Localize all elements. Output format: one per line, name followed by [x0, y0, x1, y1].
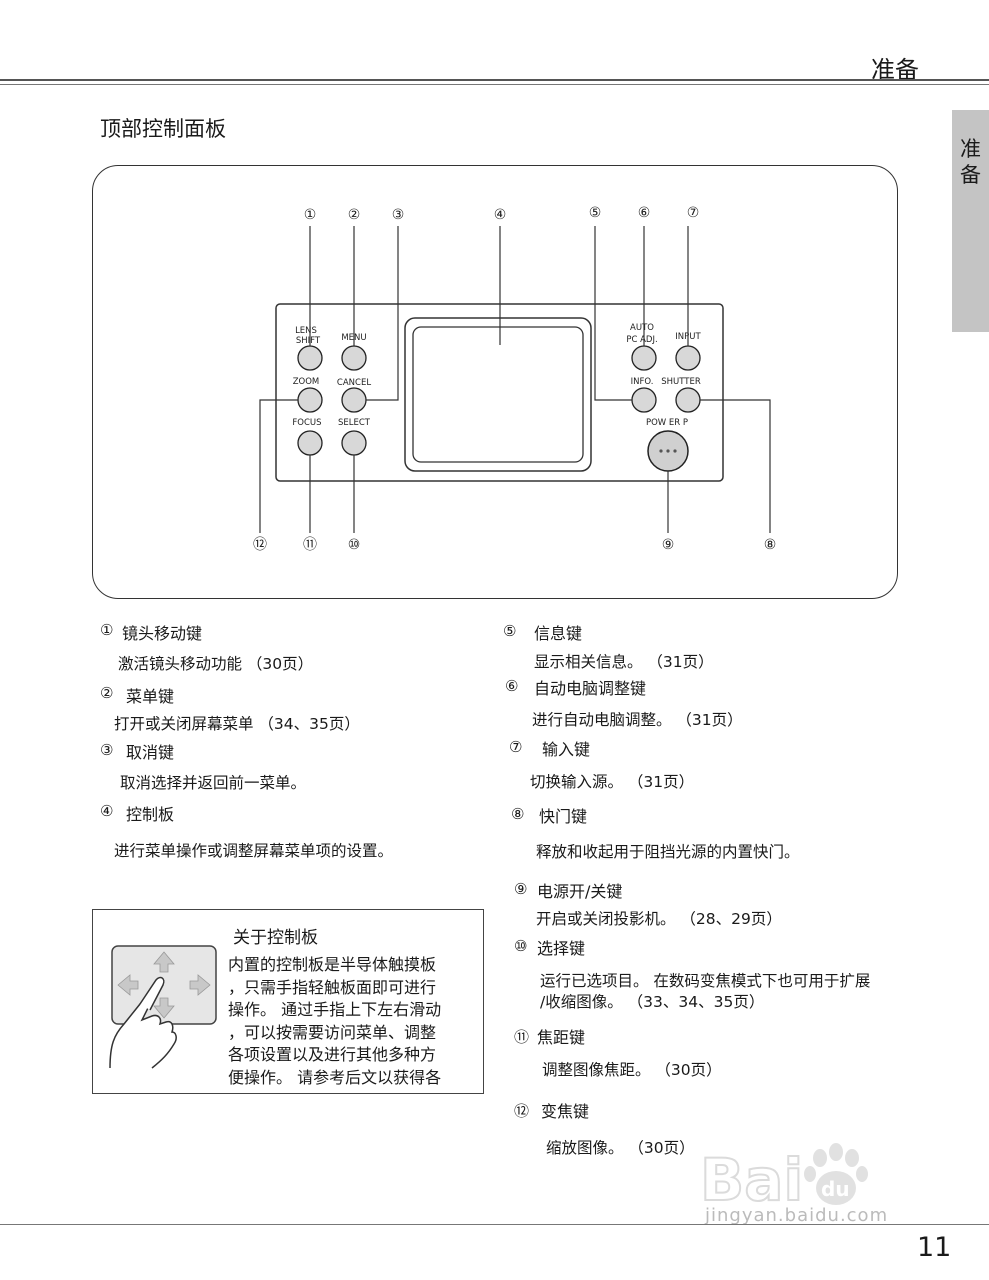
- watermark-url: jingyan.baidu.com: [705, 1205, 889, 1226]
- label-cancel: CANCEL: [337, 378, 371, 388]
- info-box-title: 关于控制板: [233, 928, 318, 948]
- label-info: INFO.: [631, 377, 654, 387]
- svg-text:Bai: Bai: [700, 1146, 803, 1214]
- item-2-desc: 打开或关闭屏幕菜单 （34、35页）: [114, 715, 360, 733]
- label-auto: AUTO: [630, 323, 654, 333]
- item-3-title: 取消键: [126, 743, 175, 762]
- input-button: [675, 345, 701, 371]
- item-6-title: 自动电脑调整键: [534, 679, 647, 698]
- item-1-desc: 激活镜头移动功能 （30页）: [118, 655, 314, 673]
- item-9-title: 电源开/关键: [537, 882, 623, 901]
- svg-text:du: du: [821, 1177, 850, 1201]
- header-rule-thin: [0, 84, 989, 85]
- info-line-5: 各项设置以及进行其他多种方: [228, 1045, 437, 1064]
- label-pc-adj: PC ADJ.: [626, 335, 657, 345]
- label-select: SELECT: [338, 418, 371, 428]
- info-line-1: 内置的控制板是半导体触摸板: [228, 955, 437, 974]
- item-8-num: ⑧: [511, 805, 525, 823]
- callout-10: ⑩: [348, 537, 361, 553]
- item-11-title: 焦距键: [537, 1028, 586, 1047]
- control-panel-diagram: LENS SHIFT MENU ZOOM CANCEL FOCUS SELECT…: [253, 205, 777, 553]
- item-1-title: 镜头移动键: [122, 624, 203, 643]
- cancel-button: [341, 387, 367, 413]
- label-focus: FOCUS: [292, 418, 321, 428]
- page-number: 11: [917, 1232, 952, 1263]
- item-12-title: 变焦键: [541, 1102, 590, 1121]
- item-11-num: ⑪: [514, 1028, 530, 1046]
- item-6-num: ⑥: [505, 677, 519, 695]
- callout-9: ⑨: [662, 537, 675, 553]
- select-button: [341, 430, 367, 456]
- item-1-num: ①: [100, 621, 114, 639]
- focus-button: [297, 430, 323, 456]
- touchpad-outer: [404, 317, 592, 472]
- lens-shift-button: [297, 345, 323, 371]
- touchpad-hand-icon: [109, 945, 217, 1069]
- item-9-num: ⑨: [514, 880, 528, 898]
- zoom-button: [297, 387, 323, 413]
- auto-pc-adj-button: [631, 345, 657, 371]
- callout-12: ⑫: [253, 537, 267, 553]
- item-6-desc: 进行自动电脑调整。 （31页）: [532, 711, 743, 729]
- side-tab: 准 备: [952, 110, 989, 332]
- info-button: [631, 387, 657, 413]
- info-line-4: ，可以按需要访问菜单、调整: [228, 1022, 437, 1042]
- item-3-num: ③: [100, 741, 114, 759]
- label-lens: LENS: [295, 326, 317, 336]
- callout-8: ⑧: [764, 537, 777, 553]
- item-8-title: 快门键: [539, 807, 588, 826]
- item-10-num: ⑩: [514, 937, 528, 955]
- callout-2: ②: [348, 207, 361, 223]
- item-4-num: ④: [100, 802, 114, 820]
- item-3-desc: 取消选择并返回前一菜单。: [120, 774, 307, 792]
- callout-3: ③: [392, 207, 405, 223]
- item-7-num: ⑦: [509, 738, 523, 756]
- callout-5: ⑤: [589, 205, 602, 221]
- label-shutter: SHUTTER: [661, 377, 701, 387]
- item-8-desc: 释放和收起用于阻挡光源的内置快门。: [536, 843, 800, 861]
- item-7-title: 输入键: [542, 740, 591, 759]
- info-line-3: 操作。 通过手指上下左右滑动: [228, 1000, 442, 1019]
- section-title: 顶部控制面板: [100, 117, 226, 141]
- footer-rule: [0, 1224, 989, 1225]
- item-5-desc: 显示相关信息。 （31页）: [534, 653, 714, 671]
- callout-6: ⑥: [638, 205, 651, 221]
- shutter-button: [675, 387, 701, 413]
- item-11-desc: 调整图像焦距。 （30页）: [542, 1061, 722, 1079]
- info-box-text: 内置的控制板是半导体触摸板 ，只需手指轻触板面即可进行 操作。 通过手指上下左右…: [228, 954, 476, 1089]
- callout-4: ④: [494, 207, 507, 223]
- item-12-desc: 缩放图像。 （30页）: [546, 1139, 695, 1157]
- label-zoom: ZOOM: [293, 377, 320, 387]
- touchpad-info-box: [92, 909, 484, 1094]
- touchpad-inner: [412, 326, 584, 463]
- menu-button: [341, 345, 367, 371]
- info-line-2: ，只需手指轻触板面即可进行: [228, 977, 437, 997]
- item-12-num: ⑫: [514, 1102, 530, 1120]
- info-line-6: 便操作。 请参考后文以获得各: [228, 1067, 442, 1087]
- diagram-frame: [92, 165, 898, 599]
- callout-1: ①: [304, 207, 317, 223]
- item-10-title: 选择键: [537, 939, 586, 958]
- item-10-desc-2: /收缩图像。 （33、34、35页）: [540, 993, 765, 1011]
- side-tab-char-1: 准: [960, 137, 981, 161]
- item-10-desc: 运行已选项目。 在数码变焦模式下也可用于扩展: [540, 972, 871, 990]
- label-power: POW ER P: [646, 418, 688, 428]
- item-5-num: ⑤: [503, 622, 517, 640]
- callout-11: ⑪: [303, 537, 317, 553]
- label-shift: SHIFT: [296, 336, 321, 346]
- item-5-title: 信息键: [534, 624, 583, 643]
- item-9-desc: 开启或关闭投影机。 （28、29页）: [536, 910, 782, 928]
- item-4-title: 控制板: [126, 805, 175, 824]
- baidu-watermark-logo: Bai du: [700, 1143, 868, 1215]
- item-4-desc: 进行菜单操作或调整屏幕菜单项的设置。: [114, 842, 394, 860]
- item-2-num: ②: [100, 684, 114, 702]
- header-rule: [0, 79, 989, 81]
- side-tab-char-2: 备: [960, 163, 981, 187]
- item-7-desc: 切换输入源。 （31页）: [530, 773, 695, 791]
- item-2-title: 菜单键: [126, 687, 175, 706]
- callout-7: ⑦: [687, 205, 700, 221]
